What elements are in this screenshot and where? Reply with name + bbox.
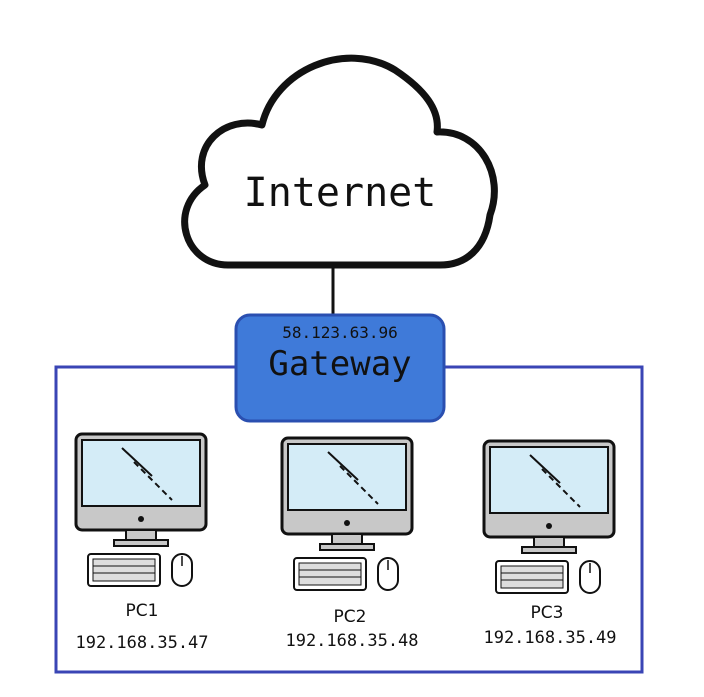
pc2-icon (280, 436, 414, 591)
internet-label: Internet (243, 170, 437, 216)
pc2-ip: 192.168.35.48 (285, 631, 419, 651)
pc2-name: PC2 (333, 607, 367, 627)
pc1-icon (74, 432, 208, 587)
gateway-label: Gateway (268, 344, 412, 384)
pc1-ip: 192.168.35.47 (75, 633, 209, 653)
pc3-icon (482, 439, 616, 594)
gateway-ip: 58.123.63.96 (282, 323, 398, 342)
pc3-name: PC3 (530, 603, 564, 623)
internet-cloud (181, 54, 498, 269)
gateway-box (234, 313, 446, 423)
pc3-ip: 192.168.35.49 (483, 628, 617, 648)
pc1-name: PC1 (125, 601, 159, 621)
